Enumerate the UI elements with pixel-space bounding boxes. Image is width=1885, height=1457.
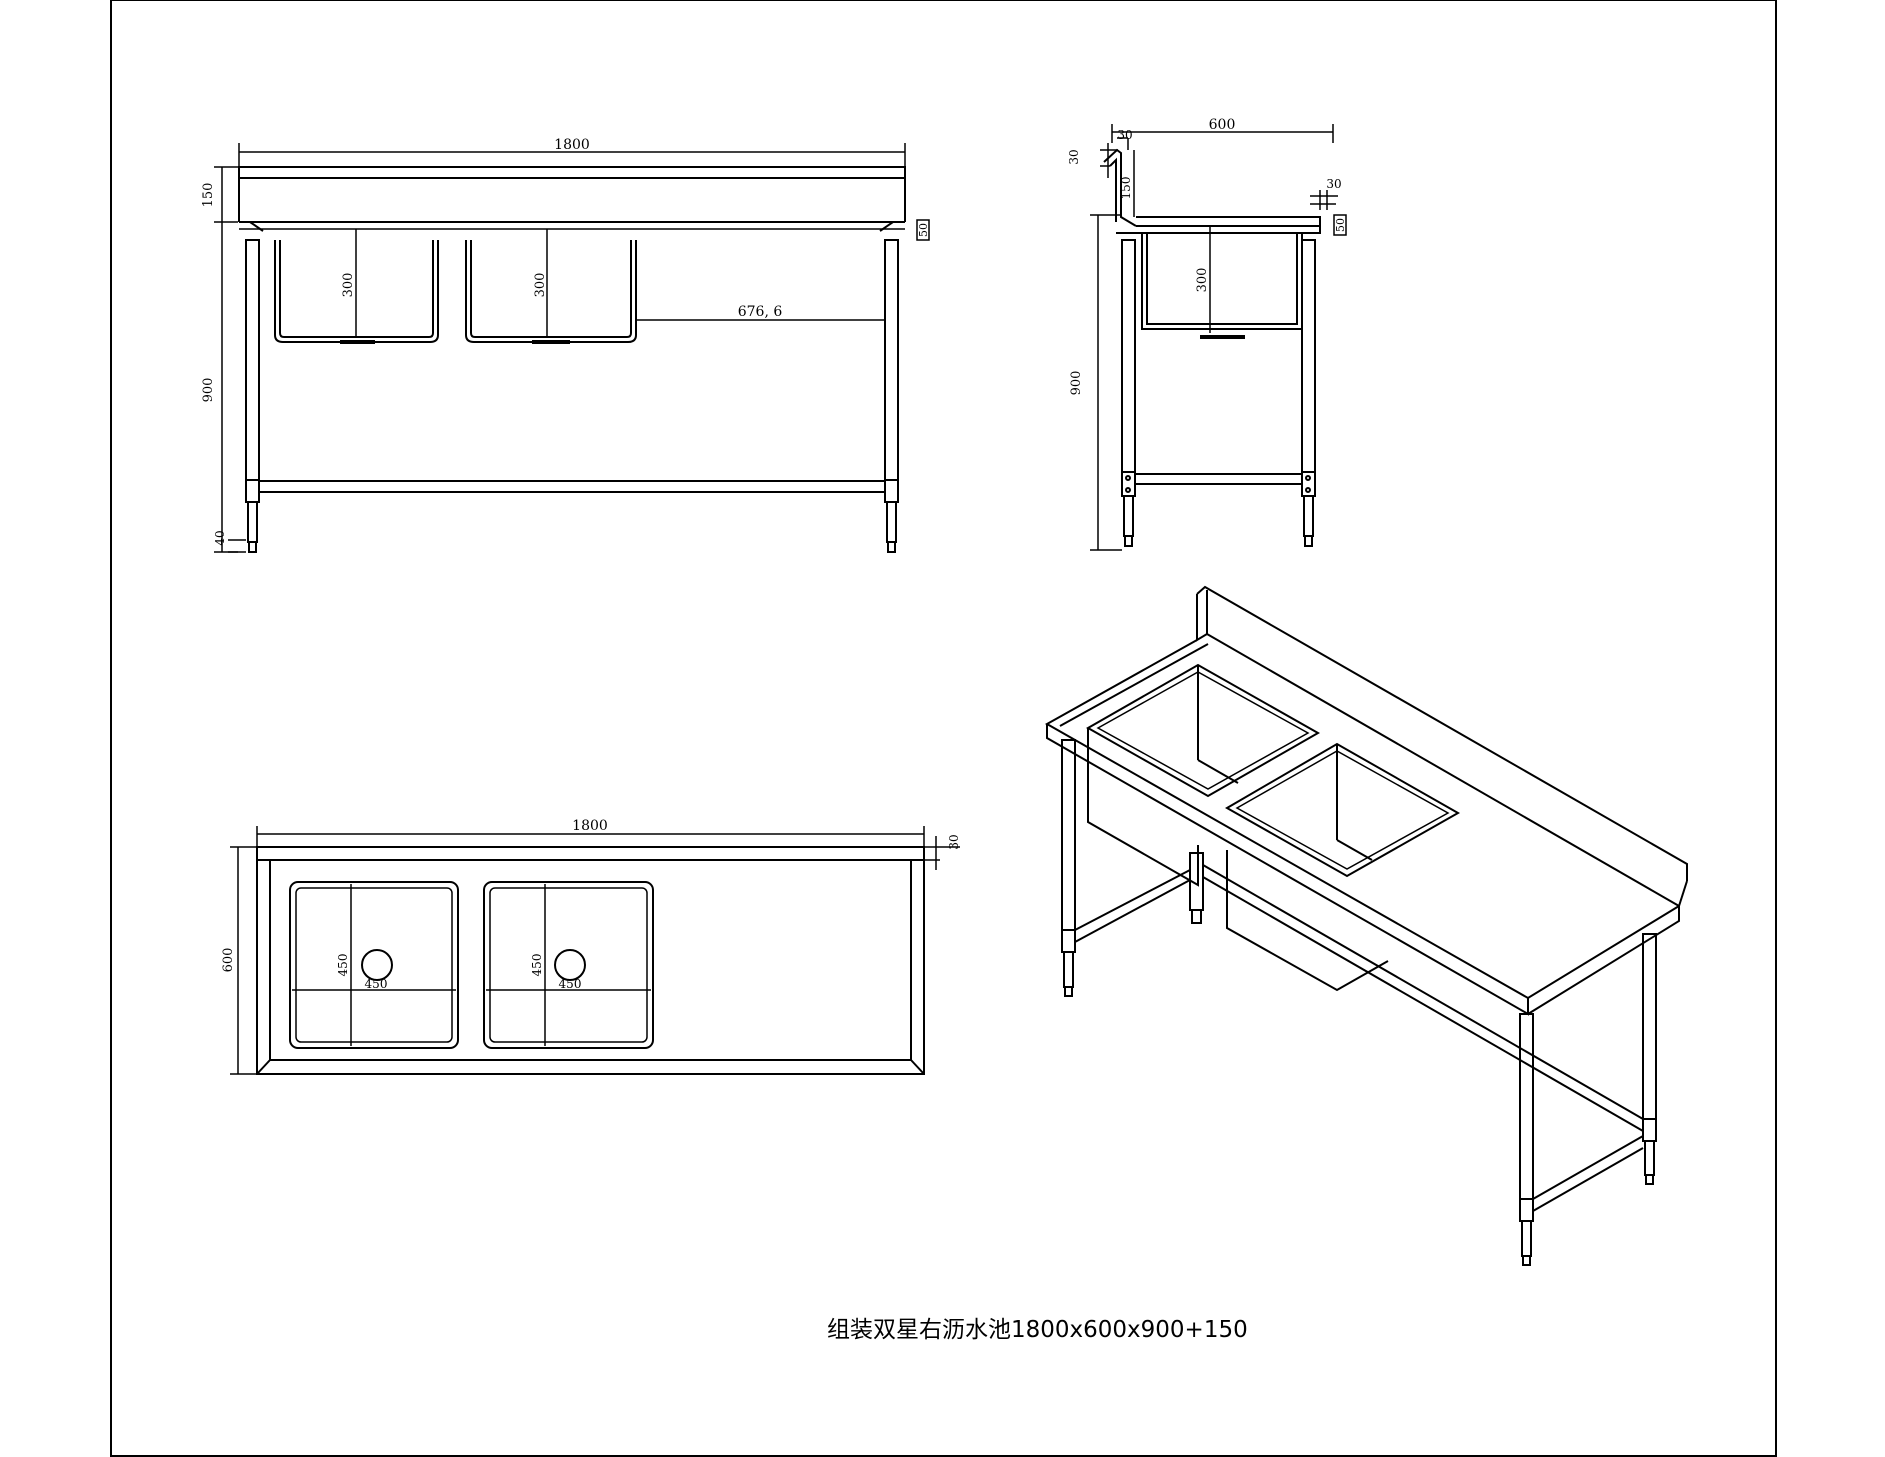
plan-sink1-length-label: 450 xyxy=(336,954,350,977)
plan-overall-depth-label: 600 xyxy=(221,948,236,973)
front-view-dimension-labels: 1800 150 900 40 50 300 300 676, 6 xyxy=(201,137,930,546)
side-backsplash-top-label: 30 xyxy=(1117,128,1132,142)
front-backsplash-height-label: 150 xyxy=(201,183,216,208)
side-front-edge-thickness-label: 30 xyxy=(1326,177,1341,191)
front-overall-length-label: 1800 xyxy=(554,137,590,153)
plan-sink2-length-label: 450 xyxy=(530,954,544,977)
front-sink-depth-left-label: 300 xyxy=(341,273,356,298)
plan-view-dimension-labels: 1800 600 30 450 450 450 450 xyxy=(221,818,961,991)
plan-view xyxy=(230,826,960,1075)
front-foot-height-label: 40 xyxy=(213,530,227,545)
side-backsplash-top-left-label: 30 xyxy=(1067,149,1081,164)
side-backsplash-height-label: 150 xyxy=(1119,177,1133,200)
front-drainboard-length-label: 676, 6 xyxy=(738,304,783,320)
front-leg-height-label: 900 xyxy=(201,378,216,403)
plan-overall-length-label: 1800 xyxy=(572,818,608,834)
drawing-frame xyxy=(110,0,1777,1457)
side-view xyxy=(1090,124,1347,551)
front-edge-height-label: 50 xyxy=(917,223,930,237)
isometric-view xyxy=(1044,585,1688,1266)
side-leg-height-label: 900 xyxy=(1069,371,1084,396)
front-sink-depth-right-label: 300 xyxy=(533,273,548,298)
plan-sink1-width-label: 450 xyxy=(365,977,388,991)
side-sink-depth-label: 300 xyxy=(1195,268,1210,293)
plan-sink2-width-label: 450 xyxy=(559,977,582,991)
side-view-dimension-labels: 600 30 30 150 30 50 300 900 xyxy=(1067,117,1347,395)
side-front-edge-height-label: 50 xyxy=(1334,218,1347,232)
drawing-caption: 组装双星右沥水池1800x600x900+150 xyxy=(827,1317,1248,1343)
front-view xyxy=(214,143,930,553)
plan-rear-edge-label: 30 xyxy=(947,834,961,849)
side-depth-label: 600 xyxy=(1209,117,1236,133)
